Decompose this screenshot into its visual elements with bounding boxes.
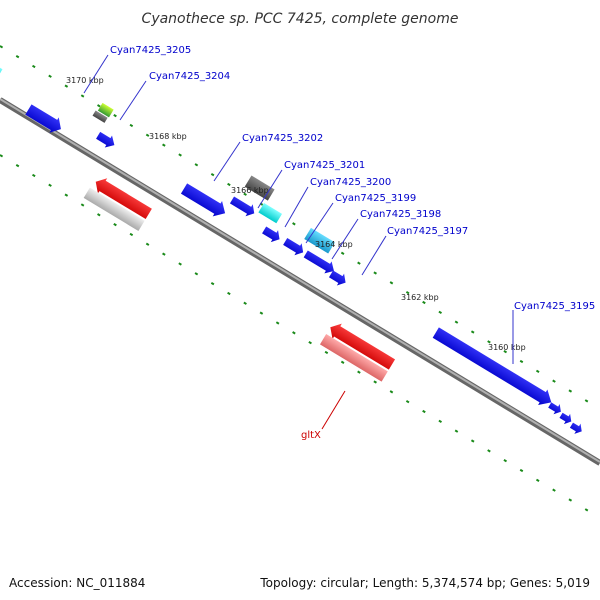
gene-label[interactable]: Cyan7425_3204 [149, 71, 230, 82]
gene-label[interactable]: Cyan7425_3201 [284, 160, 365, 171]
map-title: Cyanothece sp. PCC 7425, complete genome [142, 11, 459, 27]
gene-features [0, 44, 584, 436]
gene-arrow-small[interactable] [327, 268, 349, 289]
genome-summary-text: Topology: circular; Length: 5,374,574 bp… [260, 576, 590, 590]
gene-label[interactable]: Cyan7425_3202 [242, 133, 323, 144]
kbp-mark: 3162 kbp [401, 293, 439, 302]
kbp-mark: 3164 kbp [315, 240, 353, 249]
accession-text: Accession: NC_011884 [9, 576, 146, 590]
gene-cyan7425-3198[interactable] [282, 235, 307, 258]
gene-arrow-small[interactable] [558, 410, 574, 426]
gene-arrow[interactable] [228, 194, 257, 219]
gene-grey-reverse[interactable] [83, 187, 145, 231]
gene-arrow-small[interactable] [547, 400, 564, 417]
gene-label[interactable]: Cyan7425_3198 [360, 209, 441, 220]
kbp-mark: 3168 kbp [149, 132, 187, 141]
gene-label-gltx[interactable]: gltX [301, 430, 321, 441]
gene-cyan7425-3204[interactable] [97, 102, 114, 118]
gene-arrow[interactable] [24, 102, 66, 137]
gene-cyan7425-3200[interactable] [258, 202, 283, 224]
gene-arrow[interactable] [302, 248, 337, 277]
gene-label[interactable]: Cyan7425_3199 [335, 193, 416, 204]
tick-track-inner [0, 154, 600, 519]
gene-red-reverse[interactable] [91, 174, 153, 221]
kbp-mark: 3160 kbp [488, 343, 526, 352]
gene-label[interactable]: Cyan7425_3205 [110, 45, 191, 56]
gene-cyan7425-3204b[interactable] [92, 110, 108, 123]
tick-track-outer [0, 45, 600, 410]
gene-cyan7425-3195[interactable] [431, 325, 556, 410]
gene-cyan7425-3199[interactable] [261, 224, 284, 245]
gene-label[interactable]: Cyan7425_3200 [310, 177, 391, 188]
gene-cyan7425-3205[interactable] [0, 44, 3, 81]
gene-gltx[interactable] [326, 320, 397, 373]
gene-cyan7425-3202[interactable] [179, 181, 229, 221]
gene-gltx-rna[interactable] [319, 334, 388, 382]
kbp-mark: 3170 kbp [66, 76, 104, 85]
kbp-mark: 3166 kbp [231, 186, 269, 195]
gene-label[interactable]: Cyan7425_3195 [514, 301, 595, 312]
gene-label[interactable]: Cyan7425_3197 [387, 226, 468, 237]
gene-arrow-small[interactable] [568, 420, 584, 436]
label-leaders [83, 54, 514, 430]
gene-arrow-small[interactable] [95, 129, 119, 151]
